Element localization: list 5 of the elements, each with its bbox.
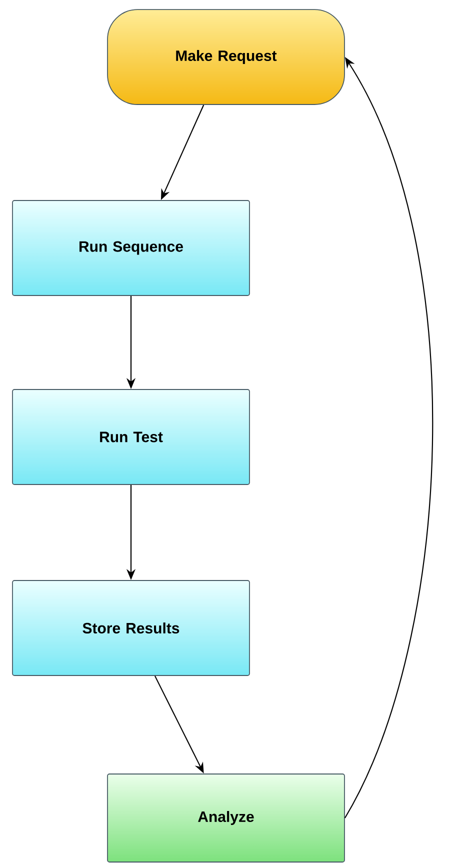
process-box: Analyze <box>107 774 345 862</box>
process-box: Run Test <box>12 389 250 485</box>
process-box: Run Sequence <box>12 200 250 296</box>
process-box: Store Results <box>12 580 250 676</box>
terminal-box: Make Request <box>107 9 345 105</box>
